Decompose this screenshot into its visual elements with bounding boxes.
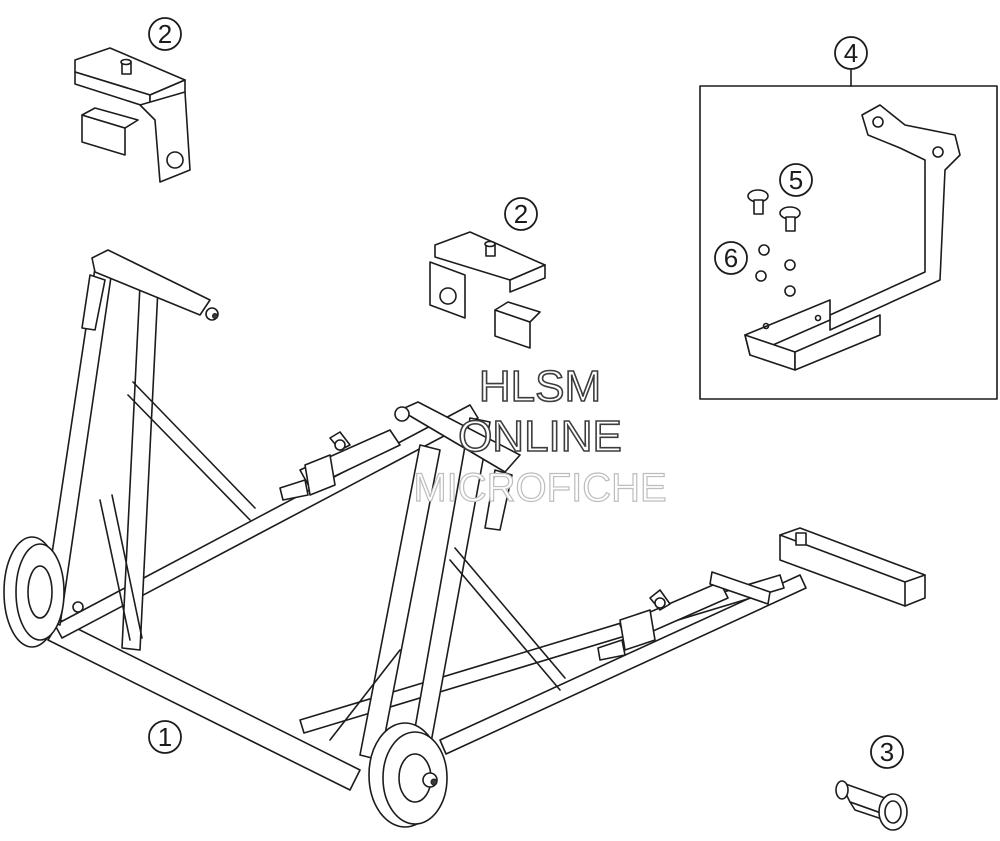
callout-2-center: 2 — [504, 197, 538, 231]
left-top-crossbar — [91, 249, 211, 316]
svg-text:6: 6 — [724, 243, 738, 273]
callout-1: 1 — [148, 720, 182, 754]
right-wheel — [368, 722, 448, 828]
svg-text:2: 2 — [514, 199, 528, 229]
svg-text:4: 4 — [844, 38, 858, 68]
callout-3: 3 — [870, 735, 904, 769]
part-5-knobs — [747, 189, 801, 232]
watermark-line-3: MICROFICHE — [413, 465, 668, 510]
svg-text:2: 2 — [158, 19, 172, 49]
part-6-nuts — [755, 244, 796, 297]
base-rail — [47, 619, 361, 791]
callout-6: 6 — [714, 241, 748, 275]
left-wing-adjuster — [279, 429, 401, 501]
watermark-line-1: HLSM — [478, 361, 602, 412]
watermark-line-2: ONLINE — [457, 411, 622, 462]
part-4-kit-box — [699, 69, 998, 400]
right-rail — [439, 574, 807, 755]
svg-text:5: 5 — [789, 165, 803, 195]
part-1-stand — [3, 249, 926, 828]
left-wheel — [3, 536, 84, 648]
callout-4: 4 — [834, 36, 868, 70]
svg-text:3: 3 — [880, 737, 894, 767]
part-4-bracket — [829, 104, 961, 331]
center-top-crossbar — [399, 401, 521, 473]
part-2-adapter-left — [74, 47, 191, 183]
part-3-sleeve — [835, 780, 908, 831]
callout-2-top-left: 2 — [148, 17, 182, 51]
part-2-adapter-center — [429, 231, 546, 349]
svg-text:1: 1 — [158, 722, 172, 752]
right-wing-adjuster — [597, 571, 771, 661]
callout-5: 5 — [779, 163, 813, 197]
